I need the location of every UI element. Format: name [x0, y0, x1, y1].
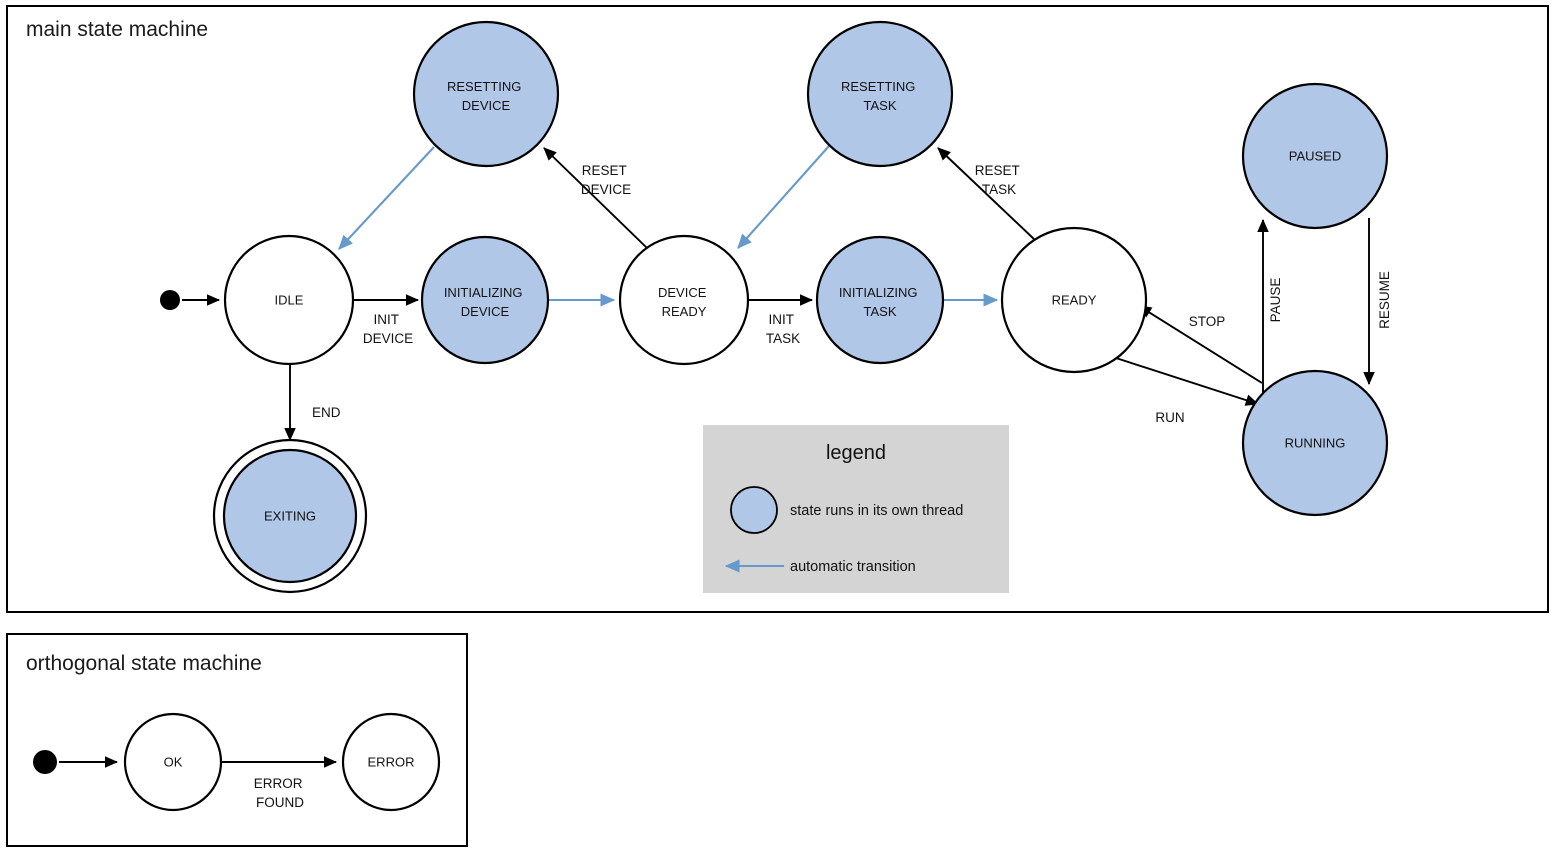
legend-thread-state-swatch-icon — [730, 486, 778, 534]
main-states-layer: IDLE RESETTING DEVICE INITIALIZING DEVIC… — [160, 20, 1389, 594]
state-label-resetting-task: RESETTING TASK — [841, 79, 919, 113]
edge-label-pause: PAUSE — [1268, 278, 1283, 323]
state-label-paused: PAUSED — [1289, 148, 1342, 163]
initial-state-dot — [160, 290, 180, 310]
state-circle-device-ready[interactable] — [618, 234, 750, 366]
edge-running-to-ready — [1138, 305, 1263, 384]
state-label-exiting: EXITING — [264, 508, 316, 523]
orthogonal-initial-state-dot — [33, 750, 57, 774]
edge-label-end: END — [312, 405, 341, 420]
state-circle-ok[interactable] — [123, 712, 223, 812]
main-transitions-layer — [182, 145, 1375, 442]
state-label-ok: OK — [164, 754, 183, 769]
state-circle-ready[interactable] — [1000, 226, 1148, 374]
state-node-ready[interactable]: READY — [1000, 226, 1148, 374]
legend: legend state runs in its own thread auto… — [703, 425, 1009, 593]
legend-thread-state-text: state runs in its own thread — [790, 503, 963, 519]
state-circle-idle[interactable] — [223, 234, 355, 366]
state-node-resetting-device[interactable]: RESETTING DEVICE — [412, 20, 560, 168]
state-label-initializing-device: INITIALIZING DEVICE — [444, 285, 526, 319]
edge-ready-to-resetting-task — [937, 147, 1036, 241]
orthogonal-state-machine-panel: orthogonal state machine ERROR FOUND OK … — [6, 633, 468, 847]
state-label-ready: READY — [1052, 292, 1097, 307]
legend-title: legend — [826, 442, 886, 464]
edge-label-reset-task: RESET TASK — [975, 163, 1024, 197]
edge-resetting-task-to-device-ready — [737, 145, 830, 249]
legend-automatic-transition-text: automatic transition — [790, 559, 916, 575]
state-node-ok[interactable]: OK — [123, 712, 223, 812]
state-label-error: ERROR — [368, 754, 415, 769]
state-circle-resetting-task[interactable] — [806, 20, 954, 168]
state-node-running[interactable]: RUNNING — [1241, 369, 1389, 517]
edge-label-run: RUN — [1155, 410, 1184, 425]
edge-resetting-device-to-idle — [338, 146, 435, 250]
edge-label-init-task: INIT TASK — [766, 312, 800, 346]
edge-label-error-found: ERROR FOUND — [254, 776, 307, 810]
state-label-initializing-task: INITIALIZING TASK — [839, 285, 921, 319]
edge-label-reset-device: RESET DEVICE — [581, 163, 631, 197]
state-node-error[interactable]: ERROR — [341, 712, 441, 812]
state-circle-error[interactable] — [341, 712, 441, 812]
state-label-resetting-device: RESETTING DEVICE — [447, 79, 525, 113]
edge-ready-to-running — [1115, 357, 1260, 406]
edge-label-stop: STOP — [1189, 314, 1226, 329]
edge-device-ready-to-resetting-device — [543, 147, 648, 249]
state-circle-resetting-device[interactable] — [412, 20, 560, 168]
state-circle-exiting[interactable] — [222, 448, 358, 584]
state-label-device-ready: DEVICE READY — [658, 285, 710, 319]
state-circle-initializing-device[interactable] — [420, 235, 550, 365]
state-node-exiting[interactable]: EXITING — [212, 438, 368, 594]
state-node-resetting-task[interactable]: RESETTING TASK — [806, 20, 954, 168]
state-label-idle: IDLE — [275, 292, 304, 307]
state-node-paused[interactable]: PAUSED — [1241, 82, 1389, 230]
state-node-initializing-task[interactable]: INITIALIZING TASK — [815, 235, 945, 365]
state-label-running: RUNNING — [1285, 435, 1346, 450]
main-transition-labels-layer: INIT DEVICE RESET DEVICE INIT TASK RESET… — [312, 163, 1392, 425]
state-node-initializing-device[interactable]: INITIALIZING DEVICE — [420, 235, 550, 365]
state-node-idle[interactable]: IDLE — [223, 234, 355, 366]
orthogonal-panel-title: orthogonal state machine — [26, 652, 262, 675]
main-panel-title: main state machine — [26, 18, 208, 41]
state-circle-running[interactable] — [1241, 369, 1389, 517]
edge-label-resume: RESUME — [1377, 271, 1392, 329]
edge-label-init-device: INIT DEVICE — [363, 312, 413, 346]
state-circle-paused[interactable] — [1241, 82, 1389, 230]
state-circle-initializing-task[interactable] — [815, 235, 945, 365]
state-node-device-ready[interactable]: DEVICE READY — [618, 234, 750, 366]
